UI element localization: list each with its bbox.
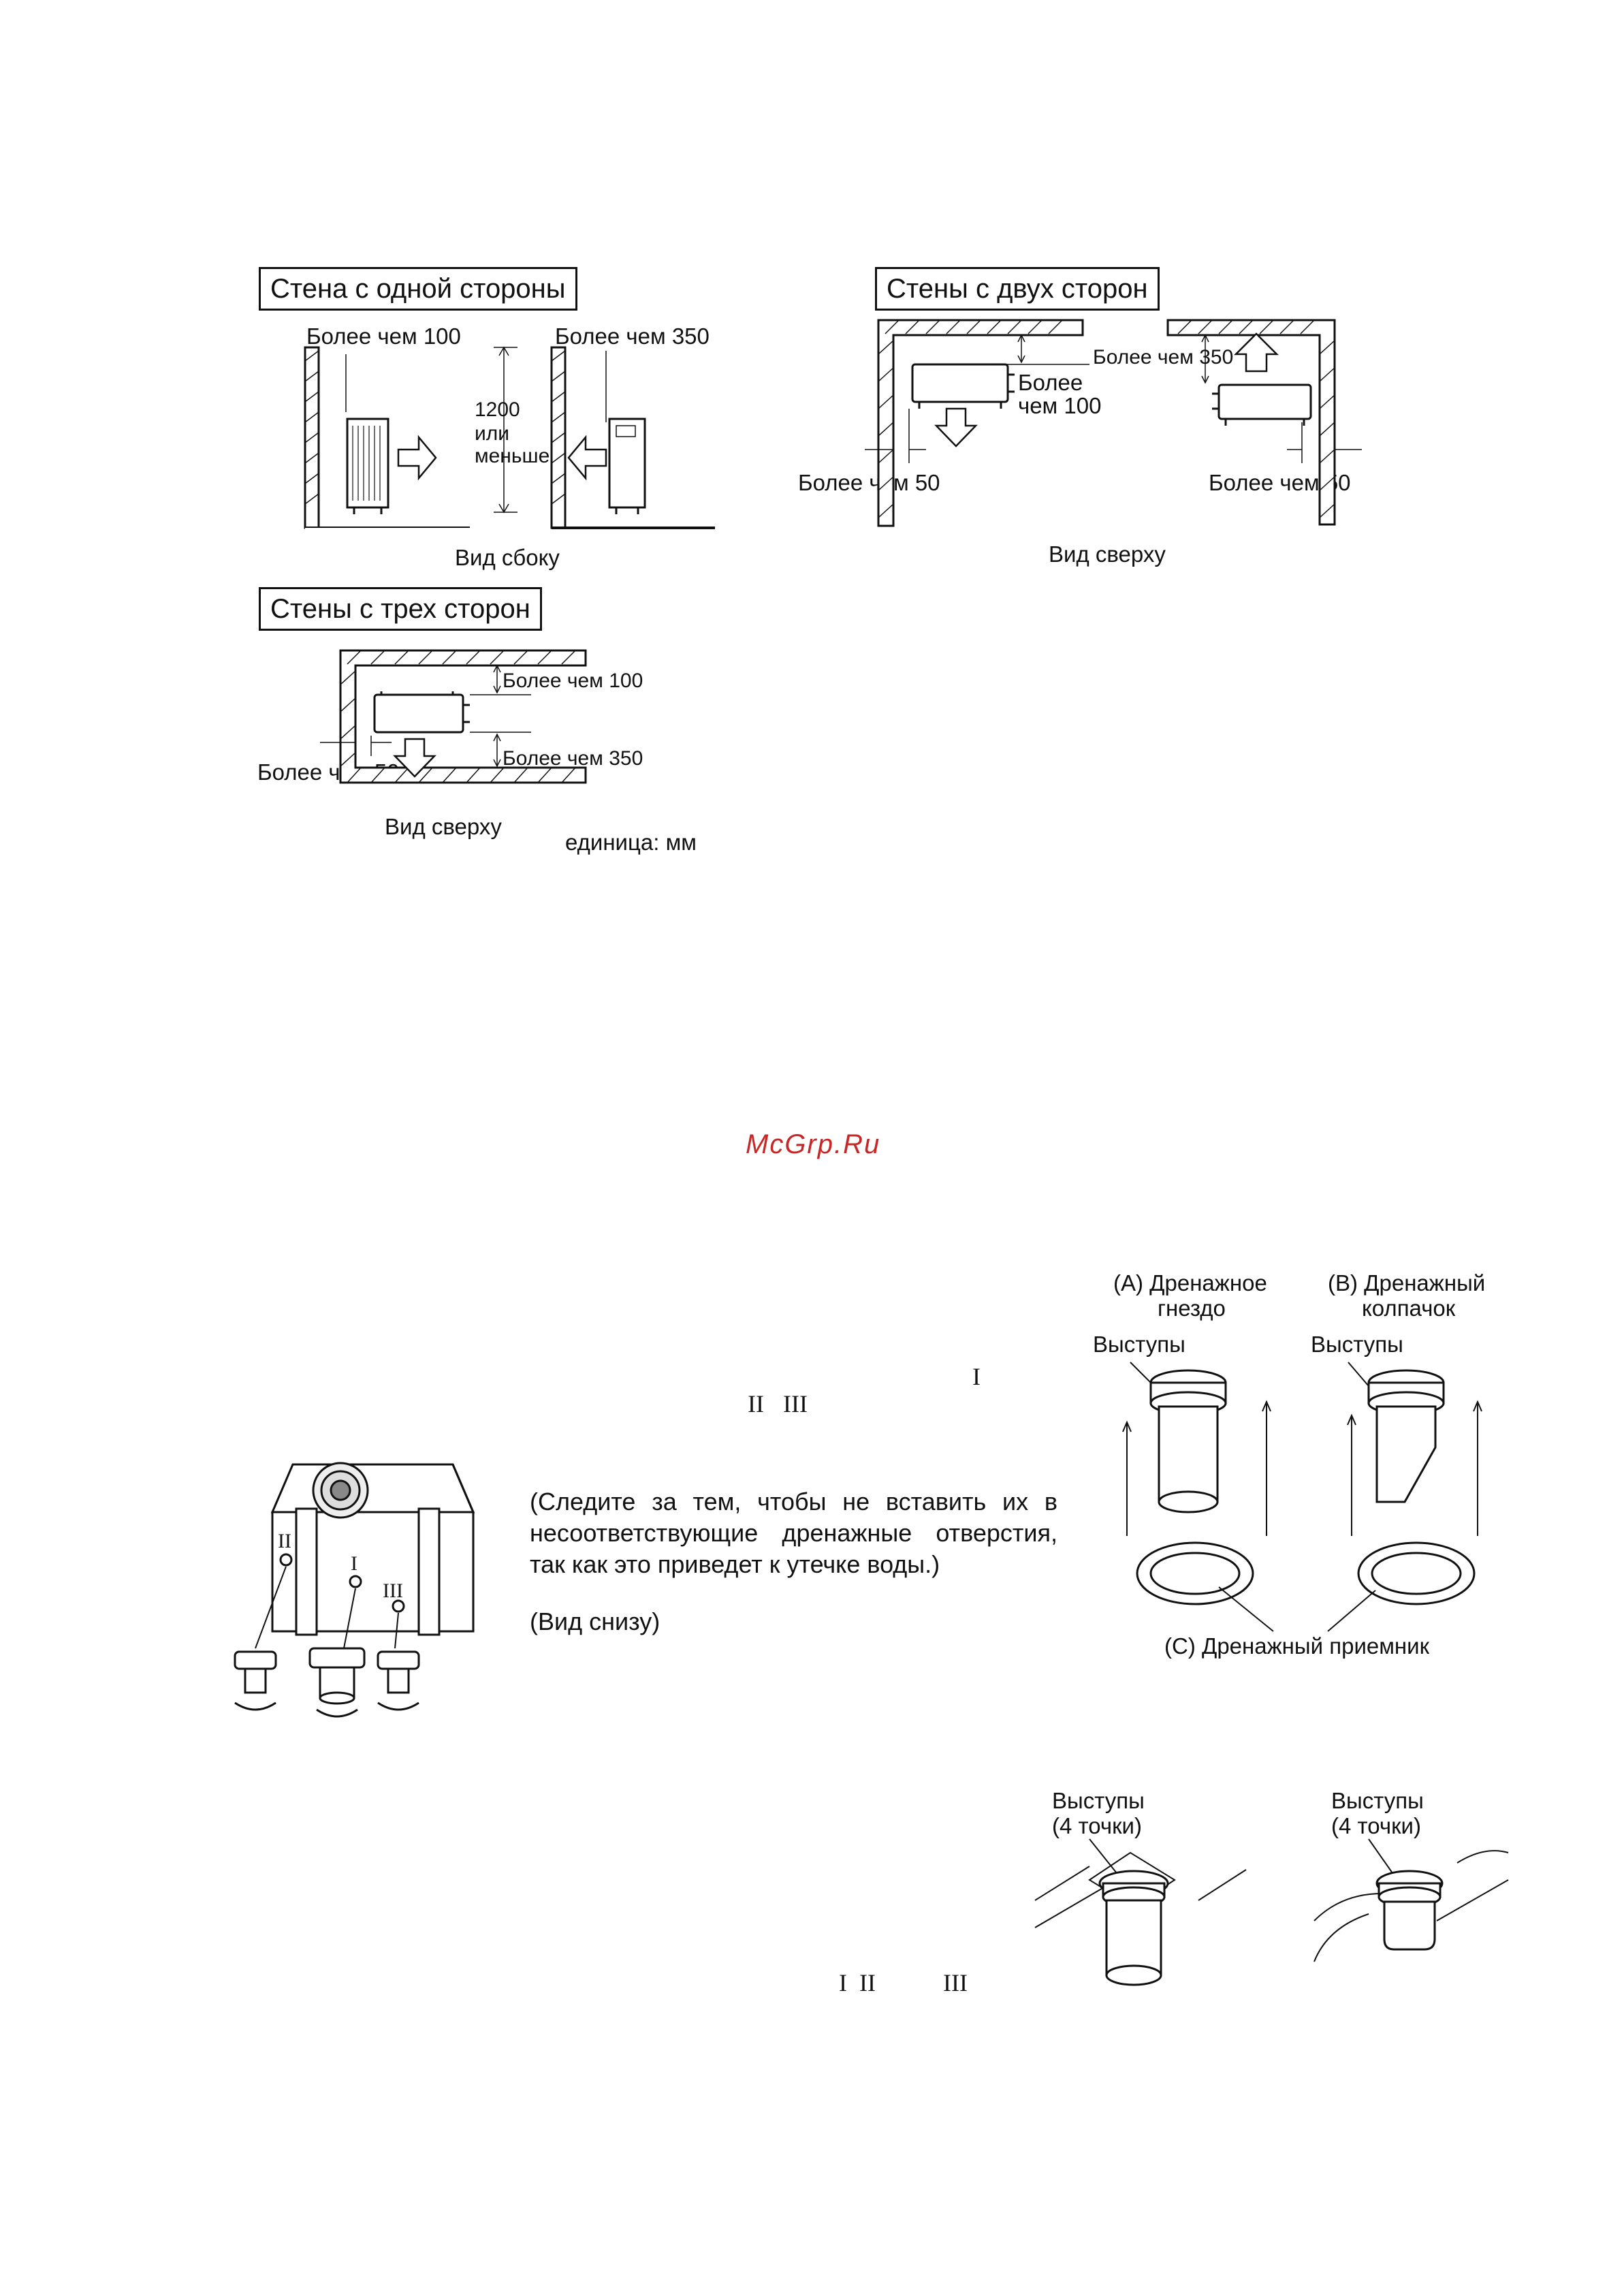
label-height-1200: 1200 bbox=[475, 398, 520, 421]
caption-top-view-two: Вид сверху bbox=[1049, 541, 1166, 567]
part-c-label: (C) Дренажный приемник bbox=[1164, 1633, 1430, 1659]
roman-numeral-2: II bbox=[748, 1390, 764, 1417]
title-one-side: Стена с одной стороны bbox=[259, 267, 577, 311]
protrusions-4-label-a-2: (4 точки) bbox=[1052, 1813, 1142, 1838]
roman-numeral-1-bottom: I bbox=[839, 1969, 847, 1996]
part-a-label-1: (A) Дренажное bbox=[1113, 1270, 1267, 1296]
bottom-view-caption: (Вид снизу) bbox=[530, 1607, 660, 1635]
roman-numeral-3-bottom: III bbox=[943, 1969, 968, 1996]
title-three-sides: Стены с трех сторон bbox=[259, 587, 542, 631]
watermark: McGrp.Ru bbox=[746, 1129, 881, 1159]
label-two-sides-50-left: Более чем 50 bbox=[798, 470, 940, 495]
label-one-side-100: Более чем 100 bbox=[306, 324, 461, 349]
part-b-label-2: колпачок bbox=[1362, 1296, 1456, 1321]
caption-top-view-three: Вид сверху bbox=[385, 814, 502, 839]
roman-numeral-2-bottom: II bbox=[859, 1969, 876, 1996]
label-three-sides-100: Более чем 100 bbox=[503, 670, 643, 692]
part-a-label-2: гнездо bbox=[1158, 1296, 1226, 1321]
part-b-label-1: (B) Дренажный bbox=[1328, 1270, 1486, 1296]
drain-note: (Следите за тем, чтобы не вставить их в … bbox=[530, 1488, 1057, 1578]
label-three-sides-350: Более чем 350 bbox=[503, 747, 643, 770]
roman-numeral-3: III bbox=[783, 1390, 808, 1417]
protrusions-4-label-a-1: Выступы bbox=[1052, 1788, 1145, 1813]
label-two-sides-350: Более чем 350 bbox=[1093, 346, 1234, 368]
svg-text:I: I bbox=[351, 1552, 357, 1575]
protrusions-label-b: Выступы bbox=[1311, 1332, 1403, 1357]
title-two-sides: Стены с двух сторон bbox=[875, 267, 1160, 311]
label-height-less: меньше bbox=[475, 445, 550, 467]
label-two-sides-100-a: Более bbox=[1018, 370, 1083, 395]
unit-note: единица: мм bbox=[565, 830, 697, 855]
svg-text:III: III bbox=[383, 1580, 403, 1602]
roman-numeral-1: I bbox=[972, 1363, 981, 1390]
label-one-side-350: Более чем 350 bbox=[555, 324, 710, 349]
protrusions-label-a: Выступы bbox=[1093, 1332, 1185, 1357]
protrusions-4-label-b-2: (4 точки) bbox=[1331, 1813, 1421, 1838]
caption-side-view: Вид сбоку bbox=[455, 545, 560, 570]
protrusions-4-label-b-1: Выступы bbox=[1331, 1788, 1424, 1813]
label-two-sides-100-b: чем 100 bbox=[1018, 393, 1102, 418]
svg-text:II: II bbox=[278, 1530, 291, 1552]
